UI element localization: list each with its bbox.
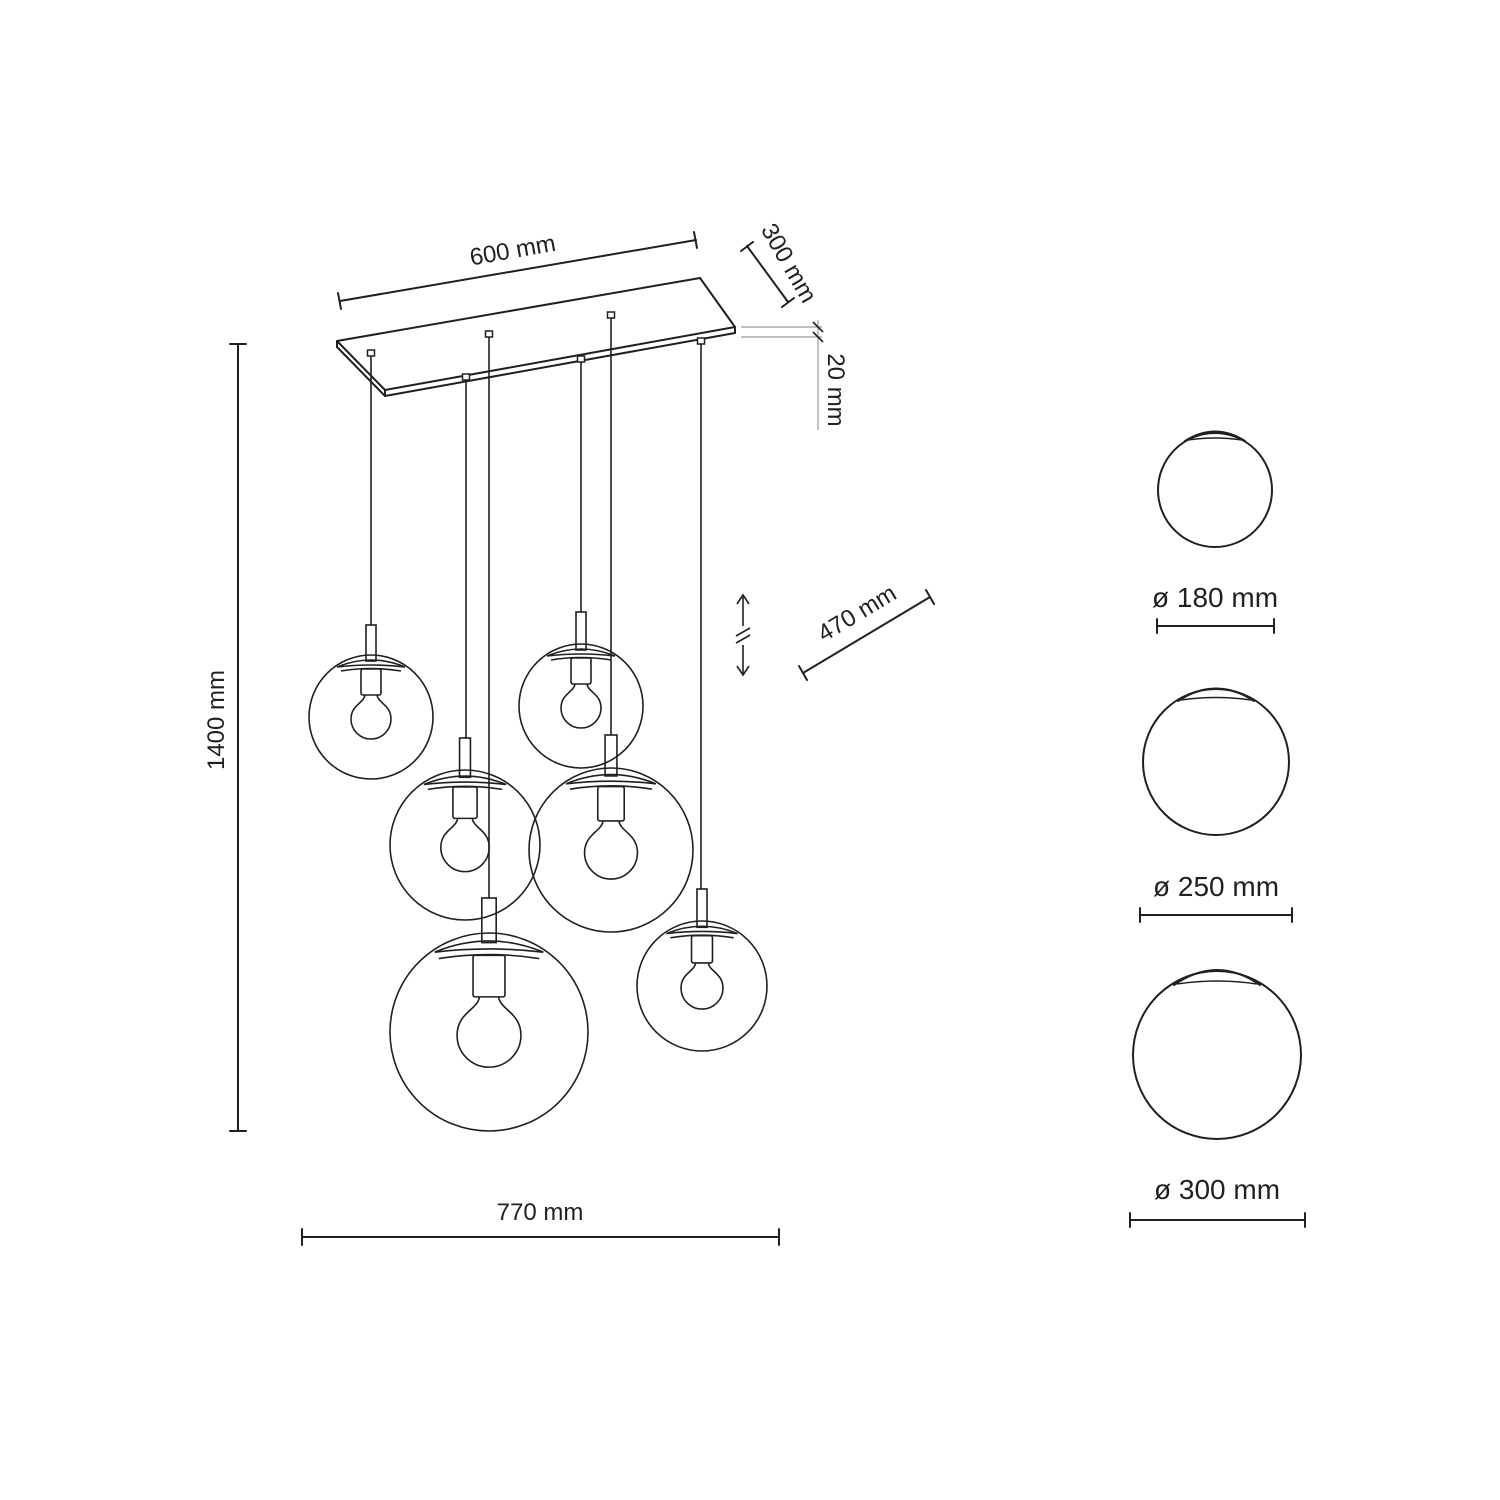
pendant-lamps [308, 611, 768, 1132]
glass-globe [308, 654, 434, 780]
light-bulb [440, 818, 490, 873]
cable-tube [696, 888, 708, 929]
dimension-canopy-height: 20 mm [741, 320, 849, 430]
dimension-total-height: 1400 mm [203, 343, 247, 1132]
globe-collar [565, 773, 657, 785]
pendant-lamp-4 [518, 611, 644, 769]
light-bulb [456, 996, 522, 1069]
light-bulb [560, 683, 602, 729]
dimension-canopy-length: 600 mm [337, 230, 698, 310]
lamp-socket [360, 668, 382, 696]
total-height-label: 1400 mm [203, 670, 230, 770]
shade-option-300: ø 300 mm [1129, 969, 1306, 1228]
shade-option-250: ø 250 mm [1139, 687, 1293, 923]
cable-tube [365, 624, 377, 662]
lamp-socket [570, 657, 592, 685]
suspension-cables [366, 311, 706, 898]
dimension-canopy-width: 300 mm [740, 219, 822, 308]
dimension-total-width: 770 mm [301, 1199, 780, 1246]
total-width-label: 770 mm [497, 1199, 584, 1226]
lamp-socket [472, 954, 506, 998]
pendant-lamp-2 [389, 737, 541, 921]
light-bulb [350, 694, 392, 740]
ceiling-canopy [336, 277, 736, 397]
cable-tube [575, 611, 587, 651]
globe-collar [336, 659, 406, 668]
glass-globe [389, 769, 541, 921]
shade-250-diameter-label: ø 250 mm [1153, 871, 1279, 902]
pendant-lamp-1 [308, 624, 434, 780]
canopy-height-label: 20 mm [822, 353, 849, 426]
lamp-socket [596, 785, 626, 822]
globe-collar [666, 925, 738, 935]
pendant-lamp-6 [636, 888, 768, 1052]
cable-tube [458, 737, 472, 779]
depth-label: 470 mm [813, 580, 901, 648]
shade-180-diameter-label: ø 180 mm [1152, 582, 1278, 613]
shade-option-180: ø 180 mm [1152, 430, 1278, 634]
glass-globe [389, 932, 589, 1132]
pendant-lamp-5 [528, 734, 694, 933]
glass-globe [518, 643, 644, 769]
light-bulb [680, 962, 724, 1010]
glass-globe [528, 767, 694, 933]
adjustable-height-arrow-icon [735, 593, 751, 677]
pendant-lamp-3 [389, 897, 589, 1132]
light-bulb [583, 820, 639, 880]
lamp-socket [690, 934, 714, 964]
globe-collar [434, 940, 544, 953]
glass-globe [636, 920, 768, 1052]
cable-tube [481, 897, 497, 944]
canopy-width-label: 300 mm [755, 219, 822, 308]
cable-tube [604, 734, 618, 777]
dimension-depth: 470 mm [798, 580, 935, 681]
lamp-socket [452, 786, 478, 820]
globe-collar [546, 648, 616, 657]
shade-300-diameter-label: ø 300 mm [1154, 1174, 1280, 1205]
globe-collar [423, 775, 507, 786]
